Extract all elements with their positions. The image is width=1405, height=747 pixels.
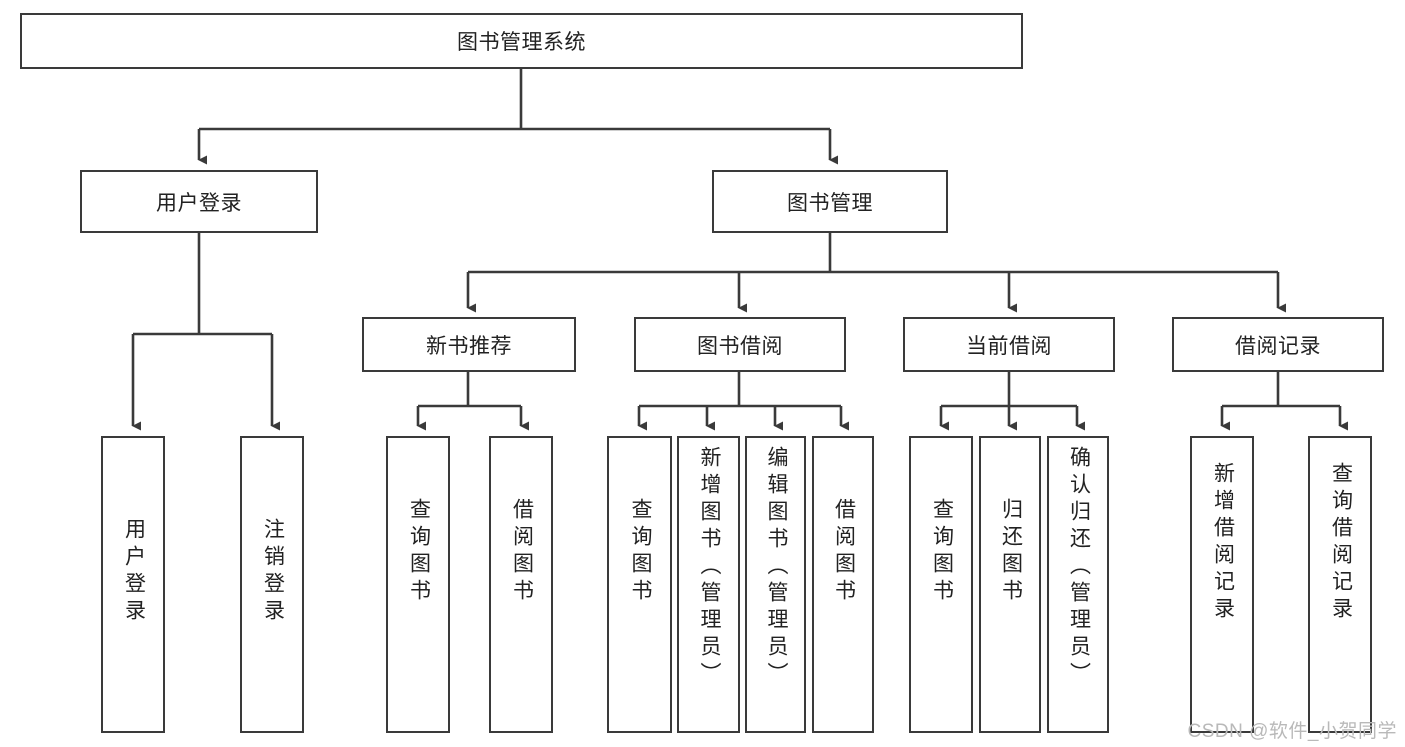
node-leaf-confirm-return-admin[interactable]: 确认归还（管理员） (1047, 436, 1109, 733)
node-label: 注销登录 (261, 518, 285, 626)
node-leaf-edit-book-admin[interactable]: 编辑图书（管理员） (745, 436, 806, 733)
node-label: 借阅记录 (1235, 334, 1321, 358)
node-book-borrowing[interactable]: 图书借阅 (634, 317, 846, 372)
node-leaf-user-login[interactable]: 用户登录 (101, 436, 165, 733)
node-label: 新增图书（管理员） (698, 446, 721, 689)
node-leaf-add-borrow-record[interactable]: 新增借阅记录 (1190, 436, 1254, 733)
node-label: 查询图书 (629, 498, 652, 606)
node-label: 查询借阅记录 (1329, 462, 1353, 624)
node-label: 查询图书 (930, 498, 954, 606)
node-current-borrowing[interactable]: 当前借阅 (903, 317, 1115, 372)
node-new-book-recommendation[interactable]: 新书推荐 (362, 317, 576, 372)
node-borrow-records[interactable]: 借阅记录 (1172, 317, 1384, 372)
node-label: 图书管理系统 (457, 31, 586, 54)
node-leaf-return-books[interactable]: 归还图书 (979, 436, 1041, 733)
node-label: 新增借阅记录 (1211, 462, 1235, 624)
node-label: 当前借阅 (966, 334, 1052, 358)
node-label: 查询图书 (407, 498, 431, 606)
node-label: 新书推荐 (426, 334, 512, 358)
node-label: 确认归还（管理员） (1067, 446, 1091, 689)
node-label: 借阅图书 (510, 498, 534, 606)
node-label: 图书管理 (787, 191, 873, 215)
node-leaf-borrow-books-recommend[interactable]: 借阅图书 (489, 436, 553, 733)
node-root-book-management-system[interactable]: 图书管理系统 (20, 13, 1023, 69)
node-leaf-logout[interactable]: 注销登录 (240, 436, 304, 733)
node-book-management[interactable]: 图书管理 (712, 170, 948, 233)
node-leaf-borrow-books[interactable]: 借阅图书 (812, 436, 874, 733)
node-leaf-query-books-current[interactable]: 查询图书 (909, 436, 973, 733)
node-label: 用户登录 (156, 191, 242, 215)
node-leaf-add-book-admin[interactable]: 新增图书（管理员） (677, 436, 740, 733)
node-label: 用户登录 (122, 518, 146, 626)
node-label: 归还图书 (999, 498, 1023, 606)
watermark-text: CSDN @软件_小贺同学 (1187, 721, 1397, 742)
node-label: 借阅图书 (832, 498, 856, 606)
node-label: 编辑图书（管理员） (765, 446, 788, 689)
node-leaf-query-borrow-record[interactable]: 查询借阅记录 (1308, 436, 1372, 733)
node-leaf-query-books-borrow[interactable]: 查询图书 (607, 436, 672, 733)
node-label: 图书借阅 (697, 334, 783, 358)
node-user-login[interactable]: 用户登录 (80, 170, 318, 233)
node-leaf-query-books-recommend[interactable]: 查询图书 (386, 436, 450, 733)
